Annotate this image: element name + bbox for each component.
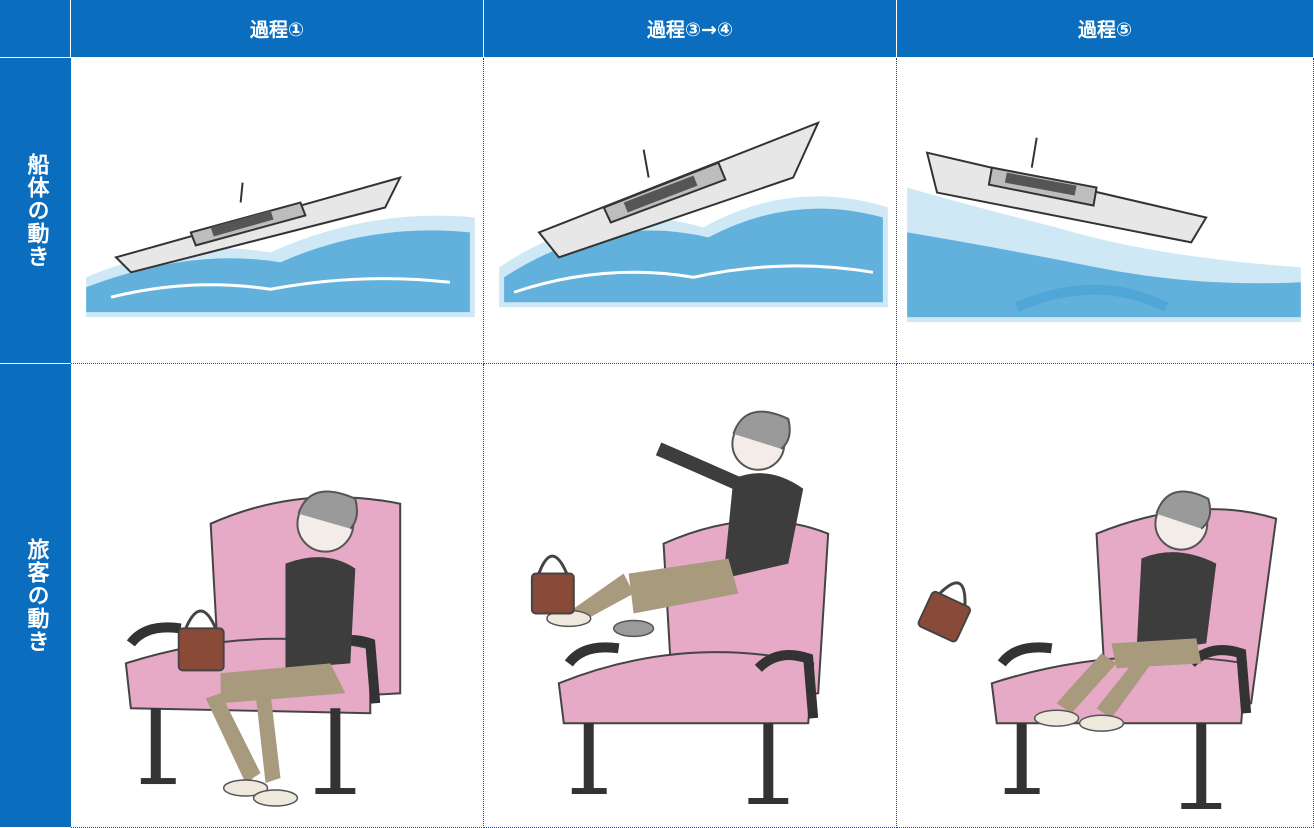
boat-wave-illustration-1 (86, 176, 475, 318)
column-header-1: 過程① (71, 0, 484, 58)
row-header-passenger: 旅客の動き (0, 364, 71, 828)
hull-cell-2 (484, 58, 897, 364)
corner-cell (0, 0, 71, 58)
hull-cell-3 (897, 58, 1314, 364)
passenger-cell-1 (71, 364, 484, 828)
hull-cell-1 (71, 58, 484, 364)
passenger-thrown-illustration (917, 490, 1278, 809)
boat-wave-illustration-2 (499, 120, 888, 308)
row-header-passenger-label: 旅客の動き (23, 538, 49, 653)
boat-wave-illustration-3 (907, 137, 1301, 323)
passenger-cell-2 (484, 364, 897, 828)
row-header-hull-label: 船体の動き (23, 153, 49, 268)
passenger-seated-illustration (124, 490, 402, 807)
column-header-2: 過程③→④ (484, 0, 897, 58)
column-header-3: 過程⑤ (897, 0, 1314, 58)
passenger-cell-3 (897, 364, 1314, 828)
passenger-lifted-illustration (530, 410, 830, 804)
row-header-hull: 船体の動き (0, 58, 71, 364)
